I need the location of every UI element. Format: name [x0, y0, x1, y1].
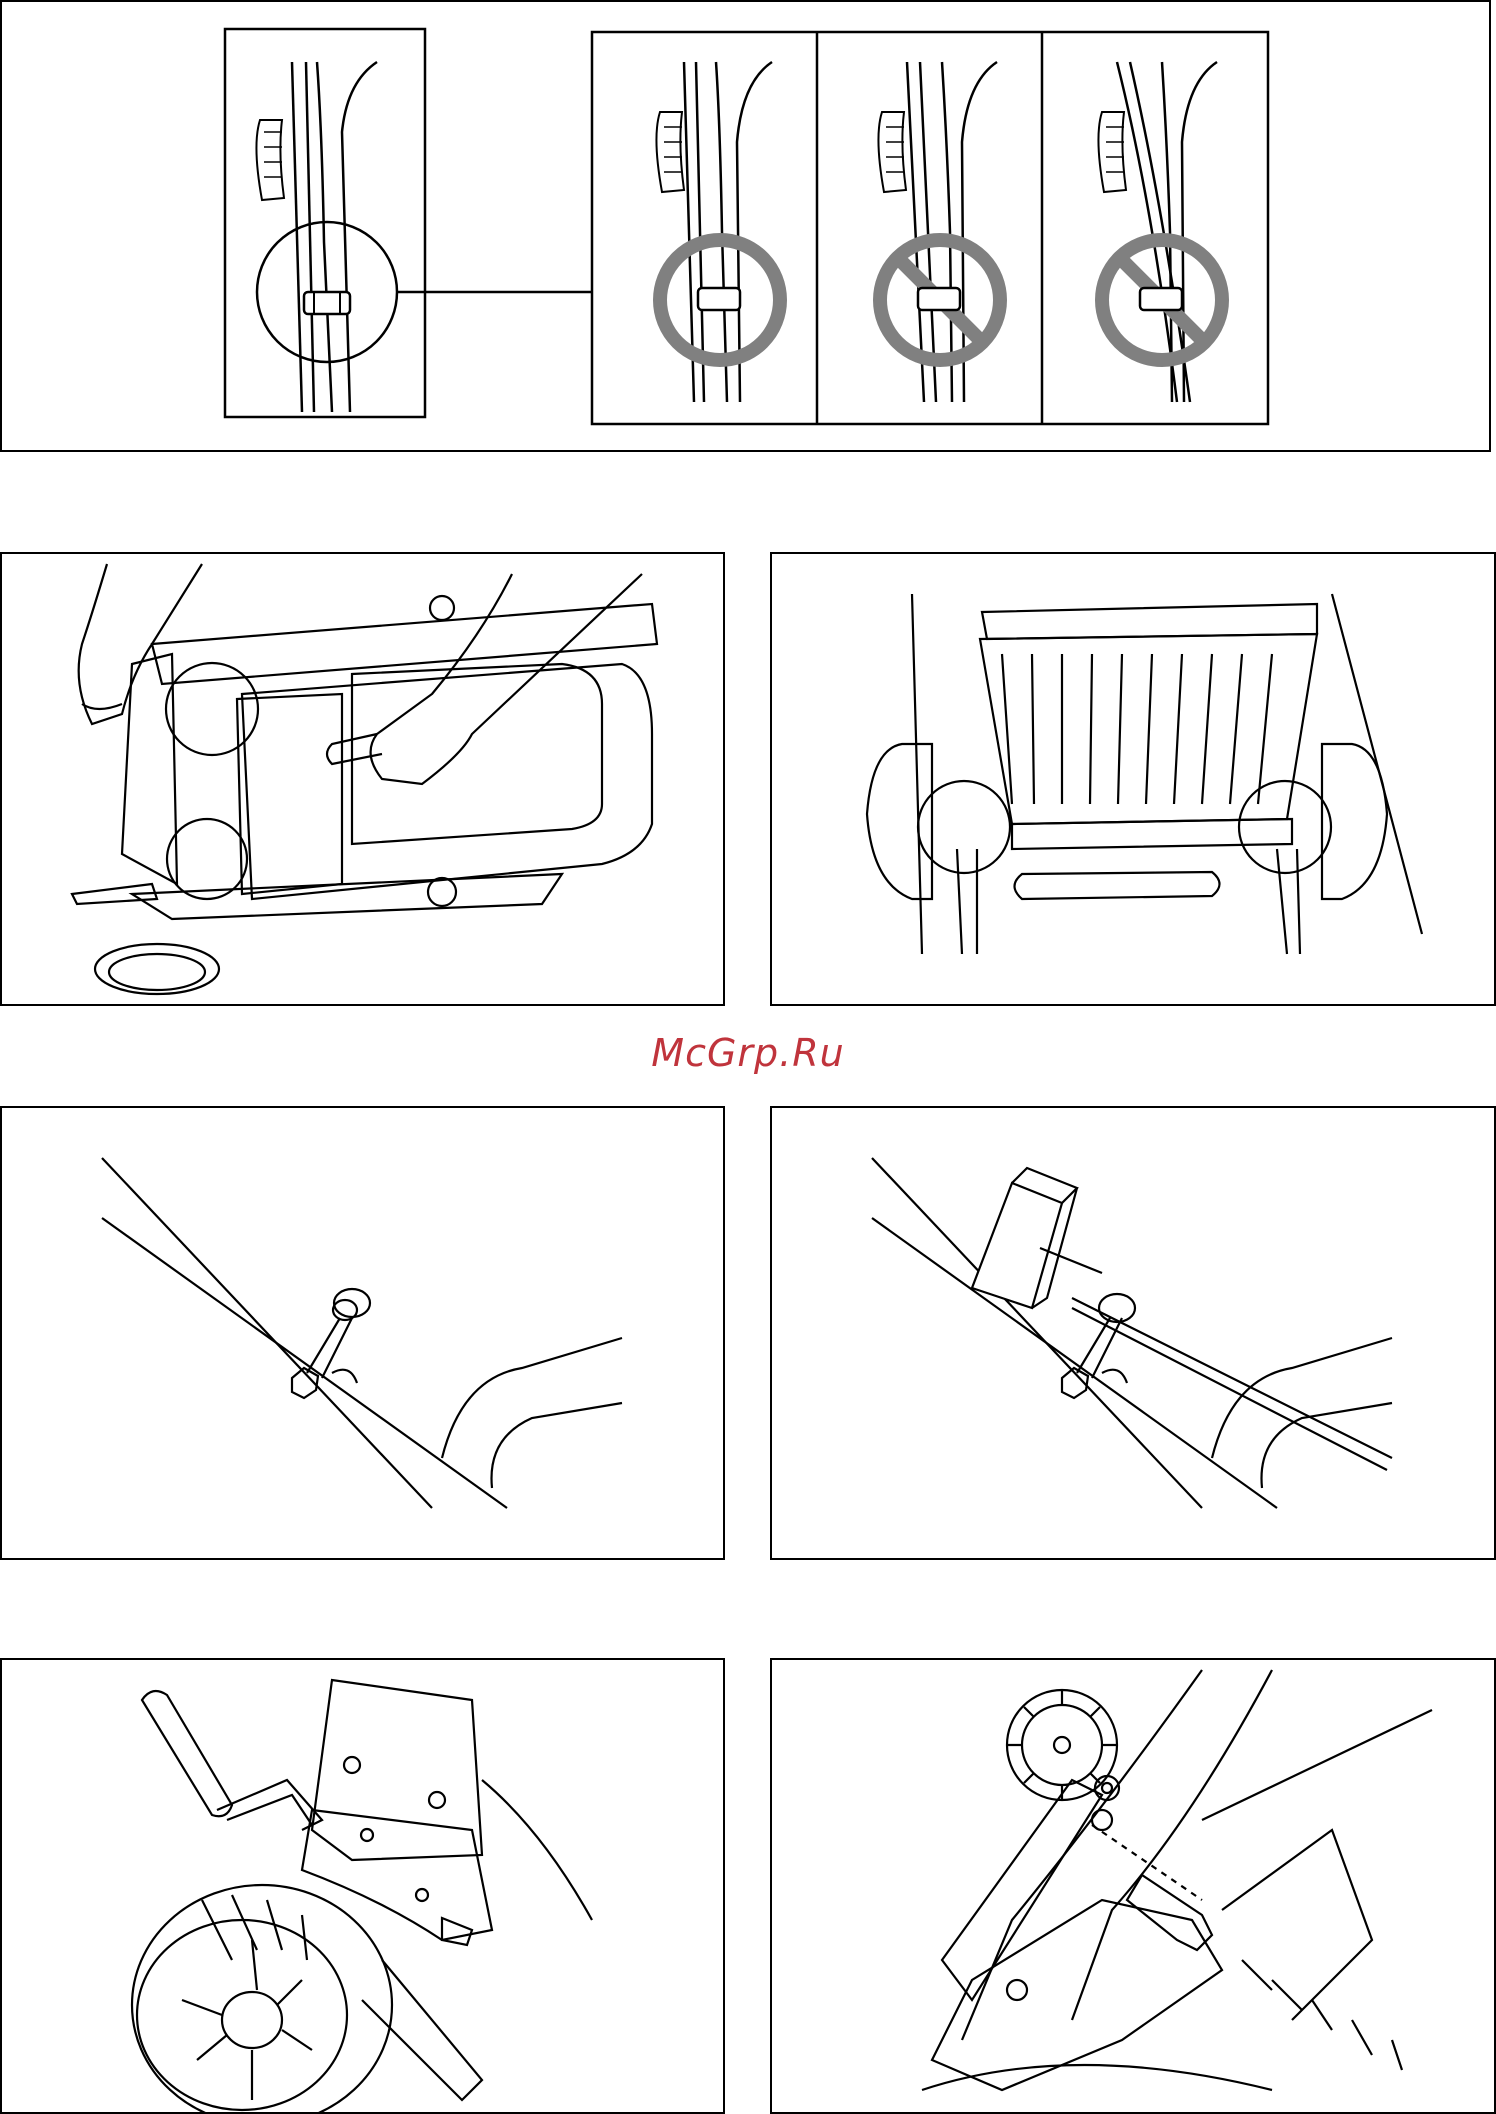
knob-icon — [1007, 1690, 1117, 1800]
correct-routing — [656, 62, 780, 402]
figure-height-adjust-lever — [0, 1658, 725, 2114]
handle-tube-icon — [102, 1158, 622, 1508]
figure-handle-knob-bolt — [770, 1658, 1496, 2114]
body-icon — [302, 1680, 592, 1945]
mower-rear-icon — [867, 594, 1422, 954]
watermark-text: McGrp.Ru — [0, 1031, 1496, 1075]
cable-clip-icon — [304, 292, 350, 314]
handle-bar-icon — [256, 62, 377, 412]
hook-detail-circle — [1239, 781, 1331, 873]
wheel-icon — [132, 1885, 482, 2114]
wrong-routing-2 — [1098, 62, 1222, 402]
hook-detail-circle — [167, 819, 247, 899]
figure-grass-bag-attach — [0, 552, 725, 1006]
figure-rear-flap-hooks — [770, 552, 1496, 1006]
figure-cable-clip-mallet — [770, 1106, 1496, 1560]
mower-icon — [72, 596, 657, 994]
wrong-routing-1 — [878, 62, 1000, 402]
figure-cable-clip-routing — [0, 0, 1491, 452]
bolt-icon — [1092, 1825, 1212, 1950]
lever-icon — [142, 1691, 322, 1830]
hook-detail-circle — [166, 663, 258, 755]
figure-cable-clip-on-handle — [0, 1106, 725, 1560]
cable-routing-drawing — [2, 2, 1491, 452]
mallet-icon — [972, 1168, 1102, 1308]
